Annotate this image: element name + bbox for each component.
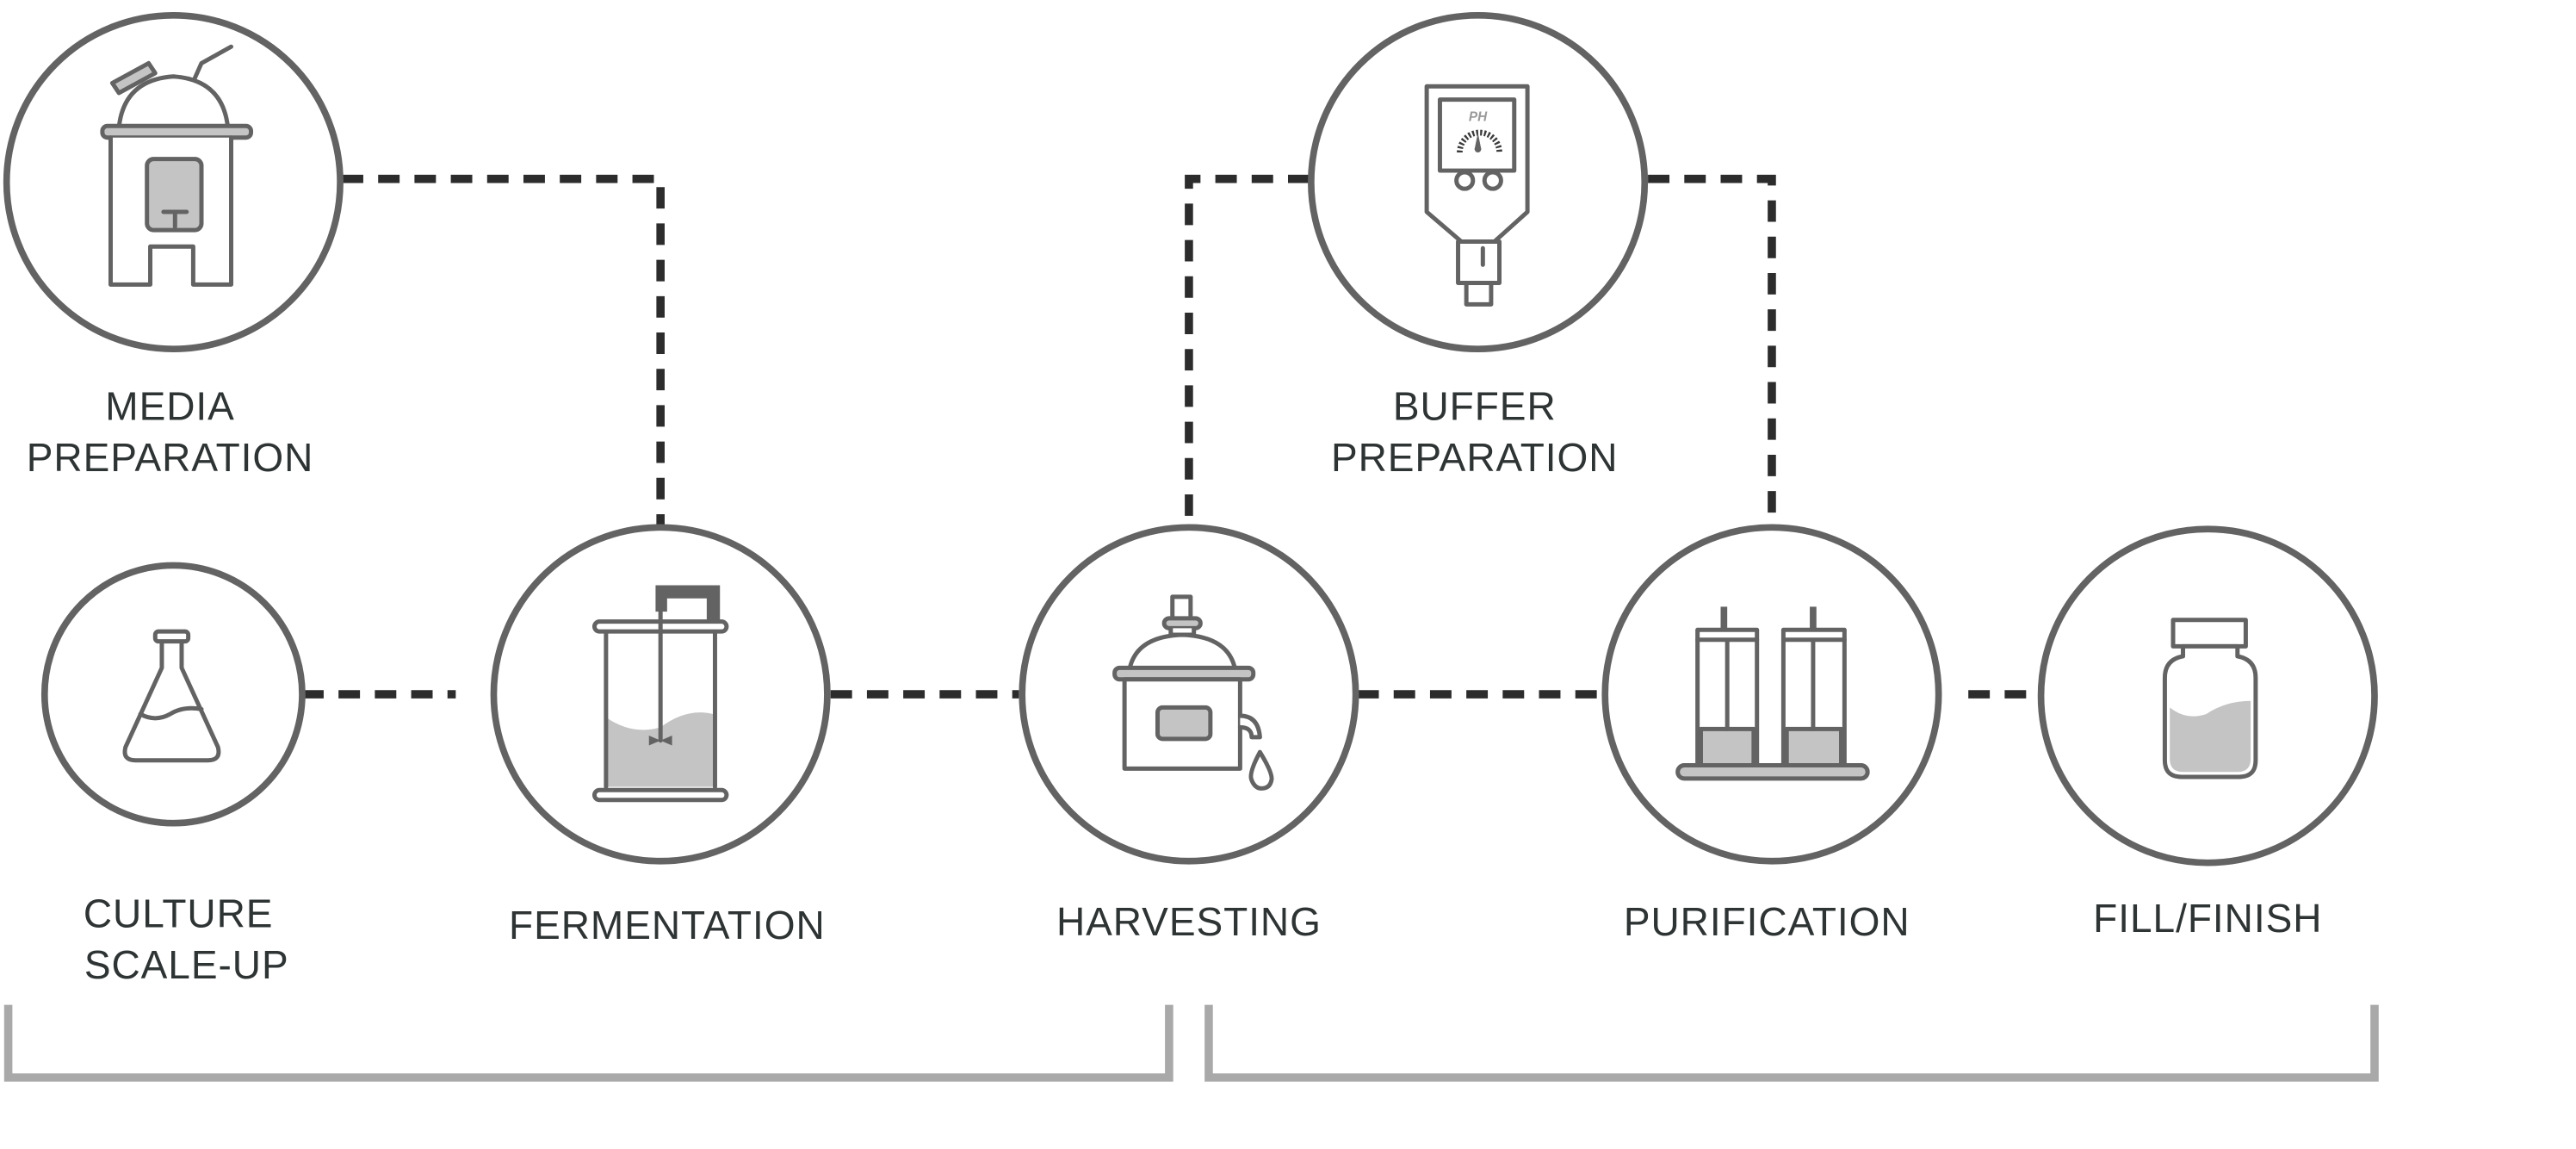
step-buffer-preparation[interactable]: PH BUFFER PREPARATION bbox=[1308, 11, 1649, 480]
step-label: SCALE-UP bbox=[84, 942, 289, 987]
step-label: HARVESTING bbox=[1056, 899, 1322, 944]
erlenmeyer-flask-icon bbox=[122, 629, 221, 763]
media-vessel-icon bbox=[100, 44, 254, 287]
upstream-bracket bbox=[3, 1004, 1173, 1082]
ph-meter-icon: PH bbox=[1424, 84, 1530, 307]
connectors bbox=[301, 174, 2040, 699]
step-fermentation[interactable]: FERMENTATION bbox=[490, 524, 831, 947]
ph-display-text: PH bbox=[1469, 110, 1488, 125]
step-label: BUFFER bbox=[1393, 384, 1557, 429]
step-culture-scale-up[interactable]: CULTURE SCALE-UP bbox=[40, 562, 306, 987]
harvest-tank-icon bbox=[1112, 594, 1274, 791]
step-label: CULTURE bbox=[84, 891, 274, 935]
step-label: MEDIA bbox=[105, 384, 235, 429]
connector-buffer-to-purification bbox=[1648, 174, 1776, 526]
step-label: PREPARATION bbox=[27, 435, 314, 480]
bioreactor-icon bbox=[591, 585, 729, 803]
step-label: FILL/FINISH bbox=[2093, 896, 2322, 941]
downstream-bracket bbox=[1204, 1004, 2379, 1082]
vial-icon bbox=[2162, 618, 2258, 779]
step-label: PREPARATION bbox=[1331, 435, 1619, 480]
step-fill-finish[interactable]: FILL/FINISH bbox=[2037, 525, 2378, 941]
step-purification[interactable]: PURIFICATION bbox=[1601, 524, 1942, 944]
step-harvesting[interactable]: HARVESTING bbox=[1019, 524, 1359, 944]
step-circle bbox=[1601, 524, 1942, 865]
step-media-preparation[interactable]: MEDIA PREPARATION bbox=[3, 11, 344, 480]
chromatography-columns-icon bbox=[1675, 606, 1870, 781]
connector-media-to-fermentation bbox=[342, 174, 665, 526]
connector-buffer-to-harvesting bbox=[1185, 174, 1310, 526]
step-label: FERMENTATION bbox=[509, 903, 826, 947]
step-label: PURIFICATION bbox=[1624, 899, 1910, 944]
